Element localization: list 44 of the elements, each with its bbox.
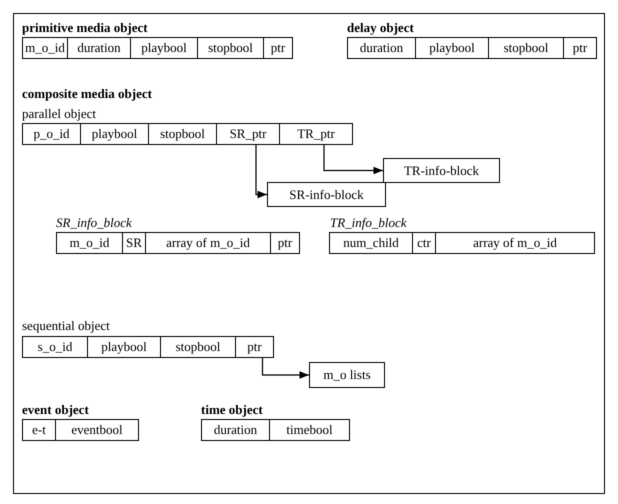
field-cell: stopbool xyxy=(160,336,236,358)
field-cell: eventbool xyxy=(55,419,139,441)
field-cell: timebool xyxy=(269,419,350,441)
field-cell: playbool xyxy=(87,336,161,358)
field-cell: num_child xyxy=(329,232,413,254)
field-cell: e-t xyxy=(22,419,56,441)
structure-heading: composite media object xyxy=(22,86,152,101)
field-cell: array of m_o_id xyxy=(145,232,271,254)
field-cell: p_o_id xyxy=(22,123,81,145)
structure-heading: delay object xyxy=(347,20,414,35)
field-cell: ptr xyxy=(270,232,300,254)
field-cell: playbool xyxy=(80,123,149,145)
field-cell: ptr xyxy=(263,37,293,59)
list-box: m_o lists xyxy=(309,362,385,388)
field-cell: duration xyxy=(67,37,131,59)
field-cell: stopbool xyxy=(197,37,264,59)
field-cell: playbool xyxy=(415,37,489,59)
field-cell: ptr xyxy=(235,336,274,358)
structure-heading: sequential object xyxy=(22,318,110,333)
field-cell: m_o_id xyxy=(56,232,123,254)
field-cell: stopbool xyxy=(488,37,564,59)
structure-heading: time object xyxy=(201,402,263,417)
field-cell: TR_ptr xyxy=(279,123,353,145)
info-block-box: TR-info-block xyxy=(383,158,500,183)
structure-heading: parallel object xyxy=(22,106,96,121)
field-cell: array of m_o_id xyxy=(435,232,595,254)
structure-heading: primitive media object xyxy=(22,20,148,35)
pointer-arrow xyxy=(323,145,383,174)
field-cell: ctr xyxy=(412,232,436,254)
pointer-arrow xyxy=(262,358,309,379)
structure-heading: event object xyxy=(22,402,89,417)
pointer-arrow xyxy=(255,145,267,198)
field-cell: s_o_id xyxy=(22,336,88,358)
field-cell: duration xyxy=(201,419,270,441)
structure-heading: SR_info_block xyxy=(56,215,132,230)
field-cell: SR_ptr xyxy=(216,123,280,145)
field-cell: SR xyxy=(122,232,146,254)
field-cell: playbool xyxy=(130,37,198,59)
field-cell: duration xyxy=(347,37,416,59)
info-block-box: SR-info-block xyxy=(267,182,386,207)
structure-heading: TR_info_block xyxy=(330,215,407,230)
field-cell: stopbool xyxy=(148,123,217,145)
field-cell: m_o_id xyxy=(22,37,68,59)
field-cell: ptr xyxy=(563,37,597,59)
